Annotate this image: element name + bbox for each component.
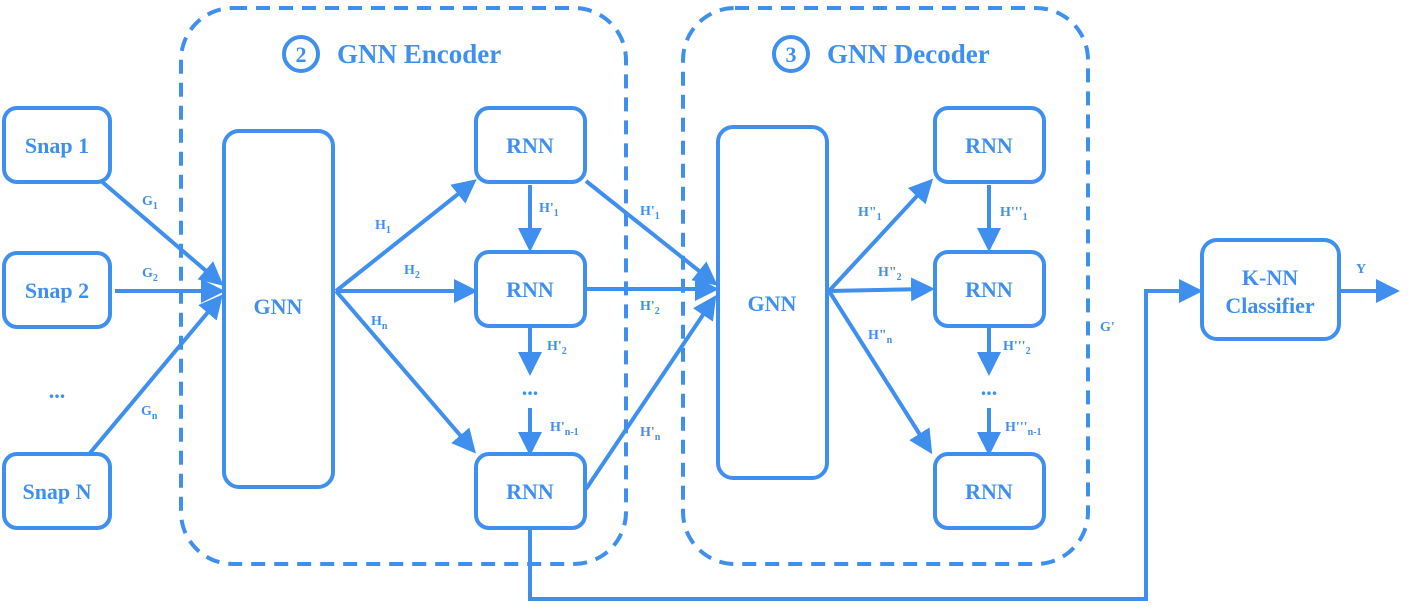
decoder-gnn-label: GNN [748,291,797,316]
edge-label-g-prime: G' [1100,320,1115,335]
arrow-snapN-to-gnn [88,294,223,455]
encoder-step-number: 2 [296,42,307,67]
edge-label-h-triple-prime-1: H'''1 [1000,205,1028,223]
decoder-rnn-ellipsis: ... [981,375,998,400]
decoder-title-text: GNN Decoder [827,39,990,69]
encoder-gnn-box: GNN [222,129,335,489]
edge-label-enc-h-prime-n-1: H'n-1 [550,420,579,438]
knn-classifier-box: K-NN Classifier [1200,238,1341,341]
decoder-rnn-2-label: RNN [965,277,1013,302]
edge-label-h-double-prime-n: H"n [868,328,893,346]
snap-2-box: Snap 2 [2,251,112,329]
edge-label-out-h-prime-n: H'n [640,425,661,443]
edge-label-y: Y [1356,262,1366,277]
snap-2-label: Snap 2 [25,278,89,303]
edge-label-enc-h-prime-1: H'1 [539,201,559,219]
decoder-title: 3 GNN Decoder [772,35,990,73]
decoder-step-number: 3 [786,42,797,67]
decoder-container [681,6,1090,566]
encoder-rnn-1-label: RNN [506,133,554,158]
edge-label-out-h-prime-1: H'1 [640,204,660,222]
snap-n-label: Snap N [22,479,91,504]
knn-classifier-label-line2: Classifier [1225,293,1314,318]
decoder-gnn-box: GNN [716,125,829,480]
encoder-gnn-label: GNN [254,294,303,319]
arrow-dec-gnn-to-rnn2 [828,277,935,302]
encoder-container [179,6,628,566]
knn-classifier-label-line1: K-NN [1242,265,1298,290]
snap-ellipsis: ... [49,378,66,403]
decoder-rnn-2-box: RNN [933,250,1046,328]
snap-1-box: Snap 1 [2,106,112,184]
decoder-step-badge [772,35,810,73]
snap-n-box: Snap N [2,452,112,530]
encoder-rnn-3-box: RNN [474,452,587,530]
edge-label-h-double-prime-2: H"2 [878,265,902,283]
edge-label-h-triple-prime-n-1: H'''n-1 [1005,420,1041,438]
edge-label-h-triple-prime-2: H'''2 [1003,339,1031,357]
arrow-g-prime-to-classifier [528,279,1203,601]
encoder-title-text: GNN Encoder [337,39,501,69]
edge-label-gn: Gn [141,404,158,422]
edge-label-h1: H1 [375,218,391,236]
encoder-rnn-1-box: RNN [474,106,587,184]
encoder-rnn-2-box: RNN [474,250,587,328]
arrow-enc-rnn1-to-dec-gnn [584,179,718,286]
encoder-step-badge [282,35,320,73]
edge-label-out-h-prime-2: H'2 [640,299,660,317]
arrow-enc-rnn3-to-dec-gnn [584,295,717,491]
encoder-rnn-ellipsis: ... [522,375,539,400]
encoder-rnn-2-label: RNN [506,277,554,302]
decoder-rnn-3-label: RNN [965,479,1013,504]
arrow-dec-gnn-to-rnn1 [827,178,934,293]
edge-label-h-double-prime-1: H"1 [858,205,882,223]
encoder-rnn-3-label: RNN [506,479,554,504]
decoder-rnn-1-box: RNN [933,106,1046,184]
arrow-gnn-to-rnn1 [334,179,477,293]
decoder-rnn-3-box: RNN [933,452,1046,530]
edge-label-h2: H2 [404,263,420,281]
edge-label-g2: G2 [142,266,158,284]
decoder-rnn-1-label: RNN [965,133,1013,158]
snap-1-label: Snap 1 [25,133,89,158]
edge-label-g1: G1 [142,194,158,212]
encoder-title: 2 GNN Encoder [282,35,501,73]
arrow-gnn-to-rnn3 [334,289,476,454]
arrow-snap1-to-gnn [98,178,224,286]
arrow-dec-gnn-to-rnn3 [827,289,933,455]
edge-label-hn: Hn [371,314,388,332]
edge-label-enc-h-prime-2: H'2 [547,339,567,357]
